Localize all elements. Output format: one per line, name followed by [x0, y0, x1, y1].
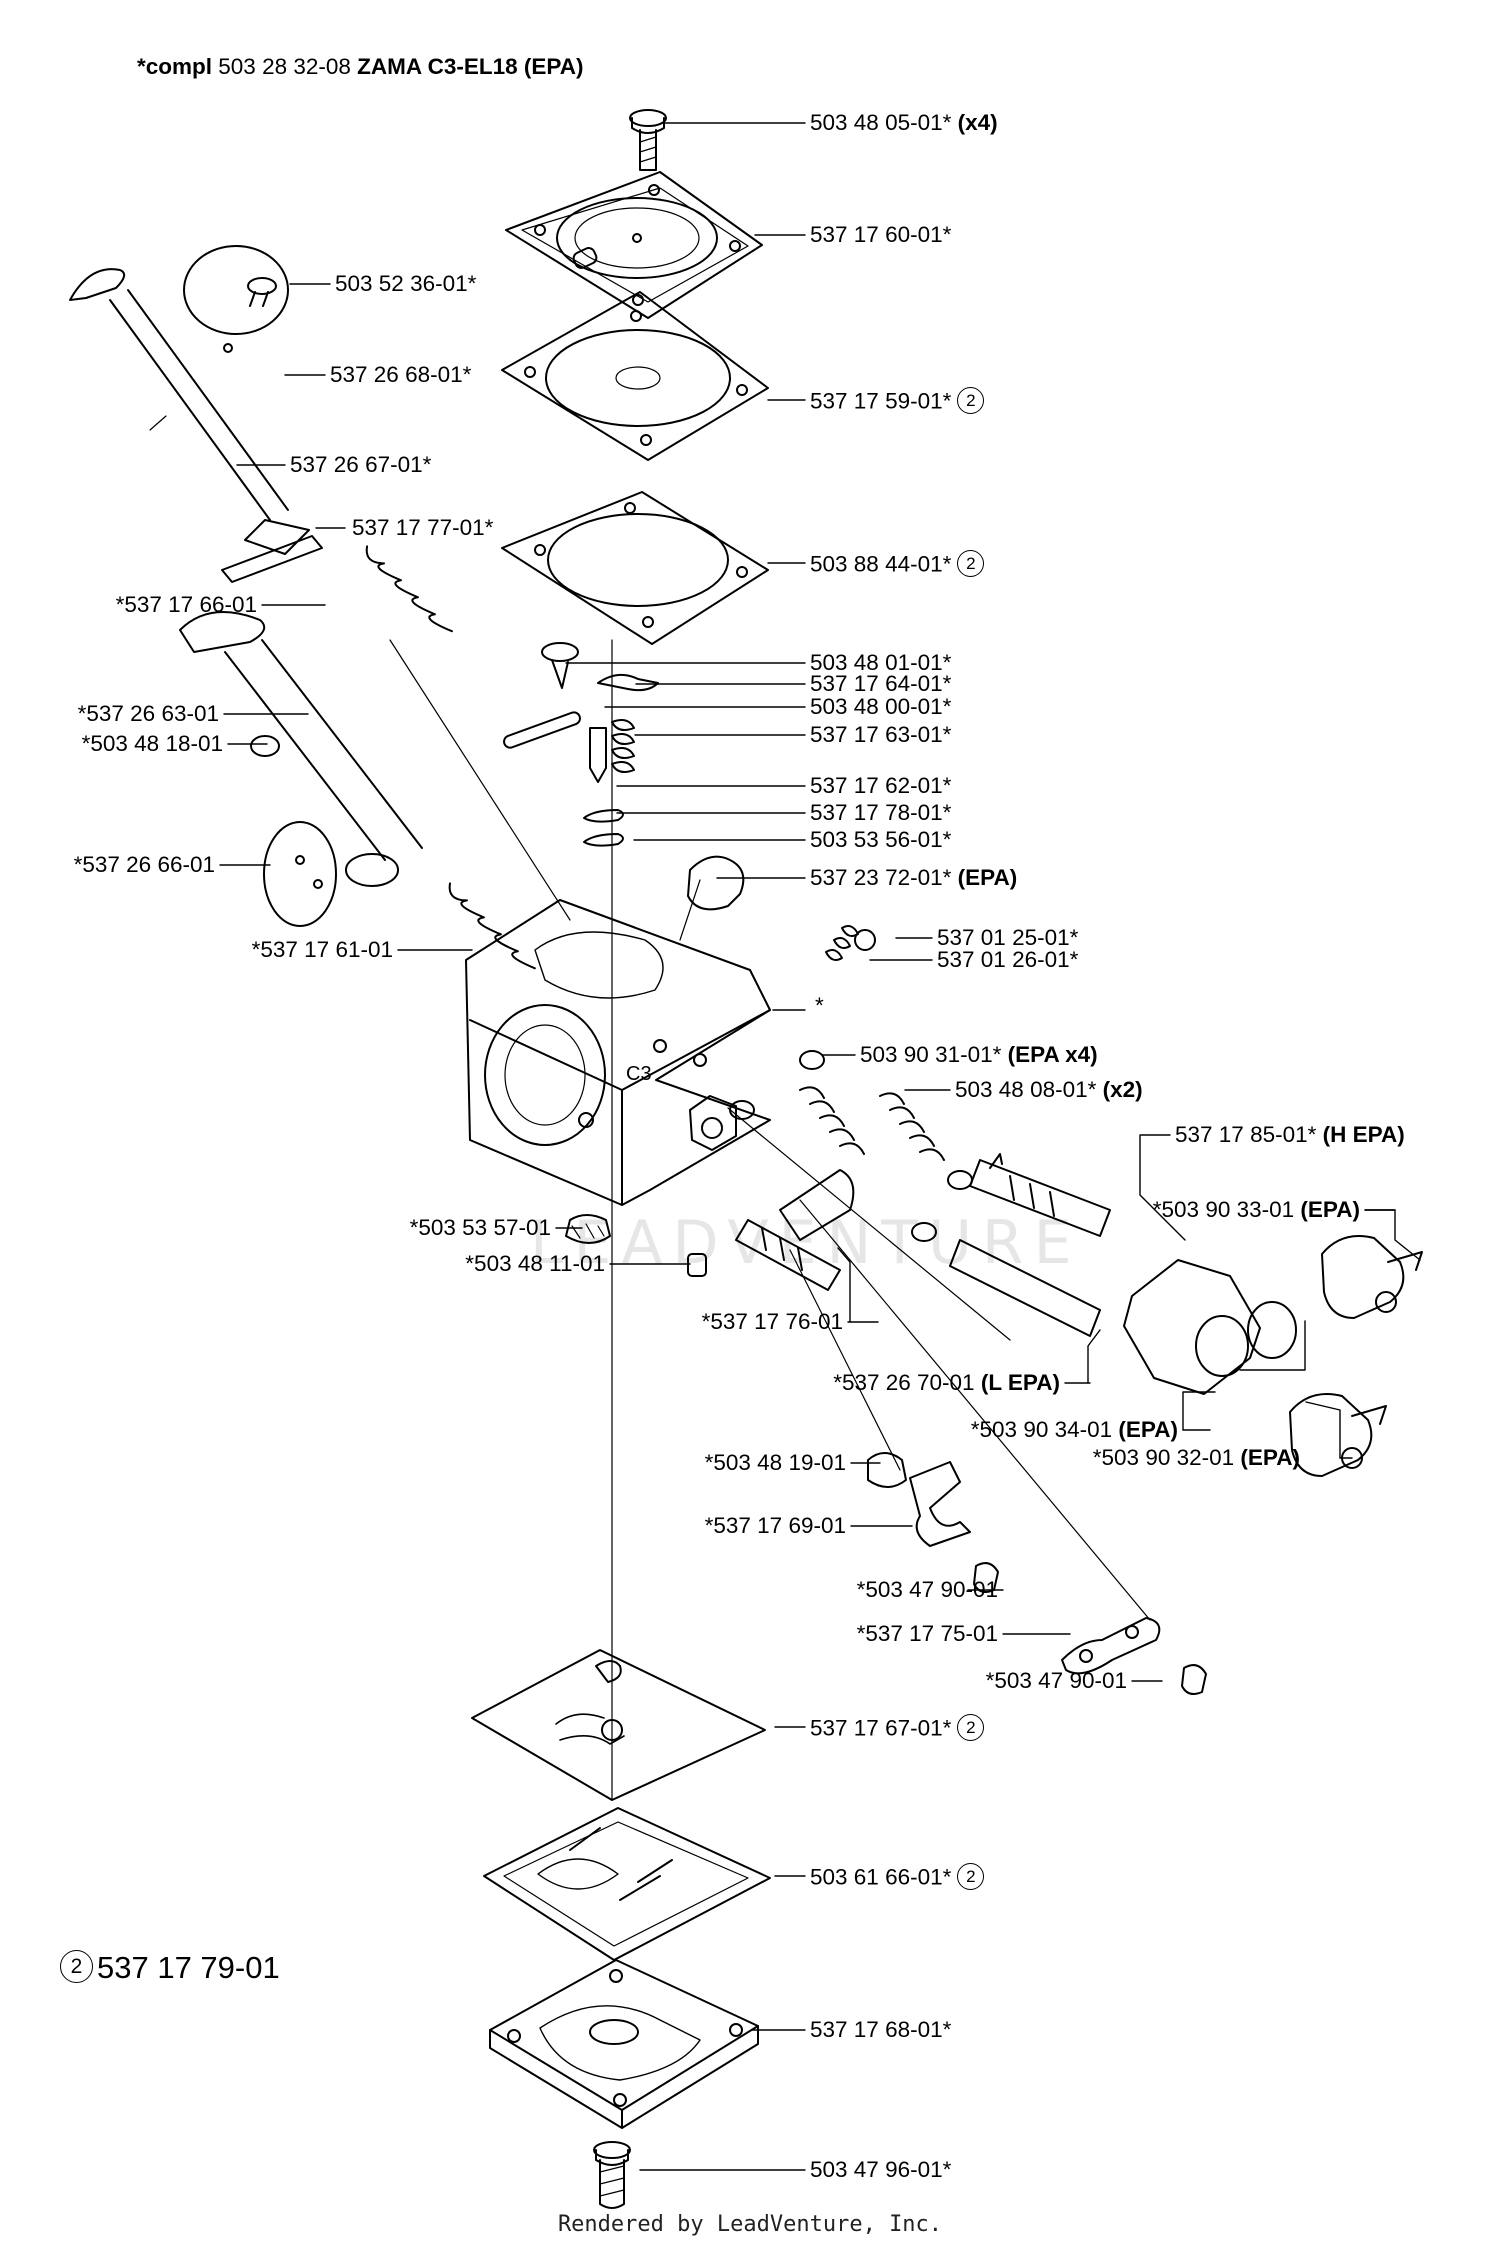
callout-c41: 503 61 66-01*2	[810, 1863, 985, 1892]
callout-c21: 537 01 25-01*	[937, 925, 1079, 950]
callout-c37: *503 47 90-01	[856, 1577, 998, 1602]
pump-cover	[505, 171, 763, 319]
callout-c34: *503 48 19-01	[704, 1450, 846, 1475]
callout-c05: 537 17 59-01*2	[810, 387, 985, 416]
callout-c27: 537 17 85-01* (H EPA)	[1175, 1122, 1405, 1147]
legend-code: 537 17 79-01	[97, 1950, 280, 1985]
throttle-shaft-assembly	[179, 611, 536, 970]
callout-c15: 537 17 63-01*	[810, 722, 952, 747]
diagram-title: *compl 503 28 32-08 ZAMA C3-EL18 (EPA)	[137, 54, 583, 80]
small-fittings	[565, 1214, 1207, 1695]
note-2-icon: 2	[957, 1714, 985, 1741]
limiter-caps	[1123, 1235, 1423, 1477]
note-2-icon: 2	[957, 550, 985, 577]
callout-c18: 503 53 56-01*	[810, 827, 952, 852]
callout-c13: 503 48 00-01*	[810, 694, 952, 719]
callout-c16: 537 17 62-01*	[810, 773, 952, 798]
callout-c07: 537 17 77-01*	[352, 515, 494, 540]
callout-c23: 537 01 26-01*	[937, 947, 1079, 972]
callout-c17: 537 17 78-01*	[810, 800, 952, 825]
callout-c09: *537 17 66-01	[115, 592, 257, 617]
callout-c19: *537 26 66-01	[73, 852, 215, 877]
callout-c40: 537 17 67-01*2	[810, 1714, 985, 1743]
callout-c29: *503 53 57-01	[409, 1215, 551, 1240]
metering-parts	[503, 642, 659, 847]
callout-c04: 537 26 68-01*	[330, 362, 472, 387]
callout-c38: *537 17 75-01	[856, 1621, 998, 1646]
callout-c42: 537 17 68-01*	[810, 2017, 952, 2042]
note-2-icon: 2	[957, 387, 985, 414]
adjust-needles	[687, 855, 1111, 1337]
callout-c11: 537 17 64-01*	[810, 671, 952, 696]
callout-c22: *537 17 61-01	[251, 937, 393, 962]
callout-c30: *503 48 11-01	[465, 1251, 605, 1276]
title-model: ZAMA C3-EL18 (EPA)	[357, 54, 584, 79]
callout-c12: *537 26 63-01	[77, 701, 219, 726]
callout-c03: 503 52 36-01*	[335, 271, 477, 296]
bottom-screw	[593, 2141, 631, 2209]
callout-c20: 537 23 72-01* (EPA)	[810, 865, 1018, 890]
footer-credit: Rendered by LeadVenture, Inc.	[557, 2212, 943, 2237]
callout-c32: *537 26 70-01 (L EPA)	[833, 1370, 1060, 1395]
callout-c02: 537 17 60-01*	[810, 222, 952, 247]
callout-c14: *503 48 18-01	[81, 731, 223, 756]
callout-c10: 503 48 01-01*	[810, 650, 952, 675]
callout-c35: *503 90 32-01 (EPA)	[1092, 1445, 1300, 1470]
callout-c43: 503 47 96-01*	[810, 2157, 952, 2182]
callout-c31: *537 17 76-01	[701, 1309, 843, 1334]
pump-gasket	[501, 491, 769, 645]
note-2-icon: 2	[60, 1950, 93, 1984]
callout-c08: 503 88 44-01*2	[810, 550, 985, 579]
callout-c36: *537 17 69-01	[704, 1513, 846, 1538]
callout-c25: 503 90 31-01* (EPA x4)	[860, 1042, 1098, 1067]
carburetor-body: C3	[465, 899, 771, 1206]
title-prefix: *compl	[137, 54, 213, 79]
title-code: 503 28 32-08	[218, 54, 351, 79]
metering-cover	[471, 1649, 766, 1801]
callout-c01: 503 48 05-01* (x4)	[810, 110, 998, 135]
pump-diaphragm	[501, 291, 769, 461]
svg-text:C3: C3	[626, 1063, 652, 1085]
top-screw	[629, 109, 667, 171]
leader-lines	[219, 122, 1421, 2171]
callout-c28: *503 90 33-01 (EPA)	[1152, 1197, 1360, 1222]
choke-shaft-assembly	[69, 245, 453, 633]
callout-c24: *	[815, 993, 824, 1018]
callout-c33: *503 90 34-01 (EPA)	[970, 1417, 1178, 1442]
metering-gasket	[483, 1807, 771, 1961]
pump-base	[489, 1959, 759, 2129]
callout-c39: *503 47 90-01	[985, 1668, 1127, 1693]
callout-c06: 537 26 67-01*	[290, 452, 432, 477]
note-2-icon: 2	[957, 1863, 985, 1890]
callout-c26: 503 48 08-01* (x2)	[955, 1077, 1143, 1102]
